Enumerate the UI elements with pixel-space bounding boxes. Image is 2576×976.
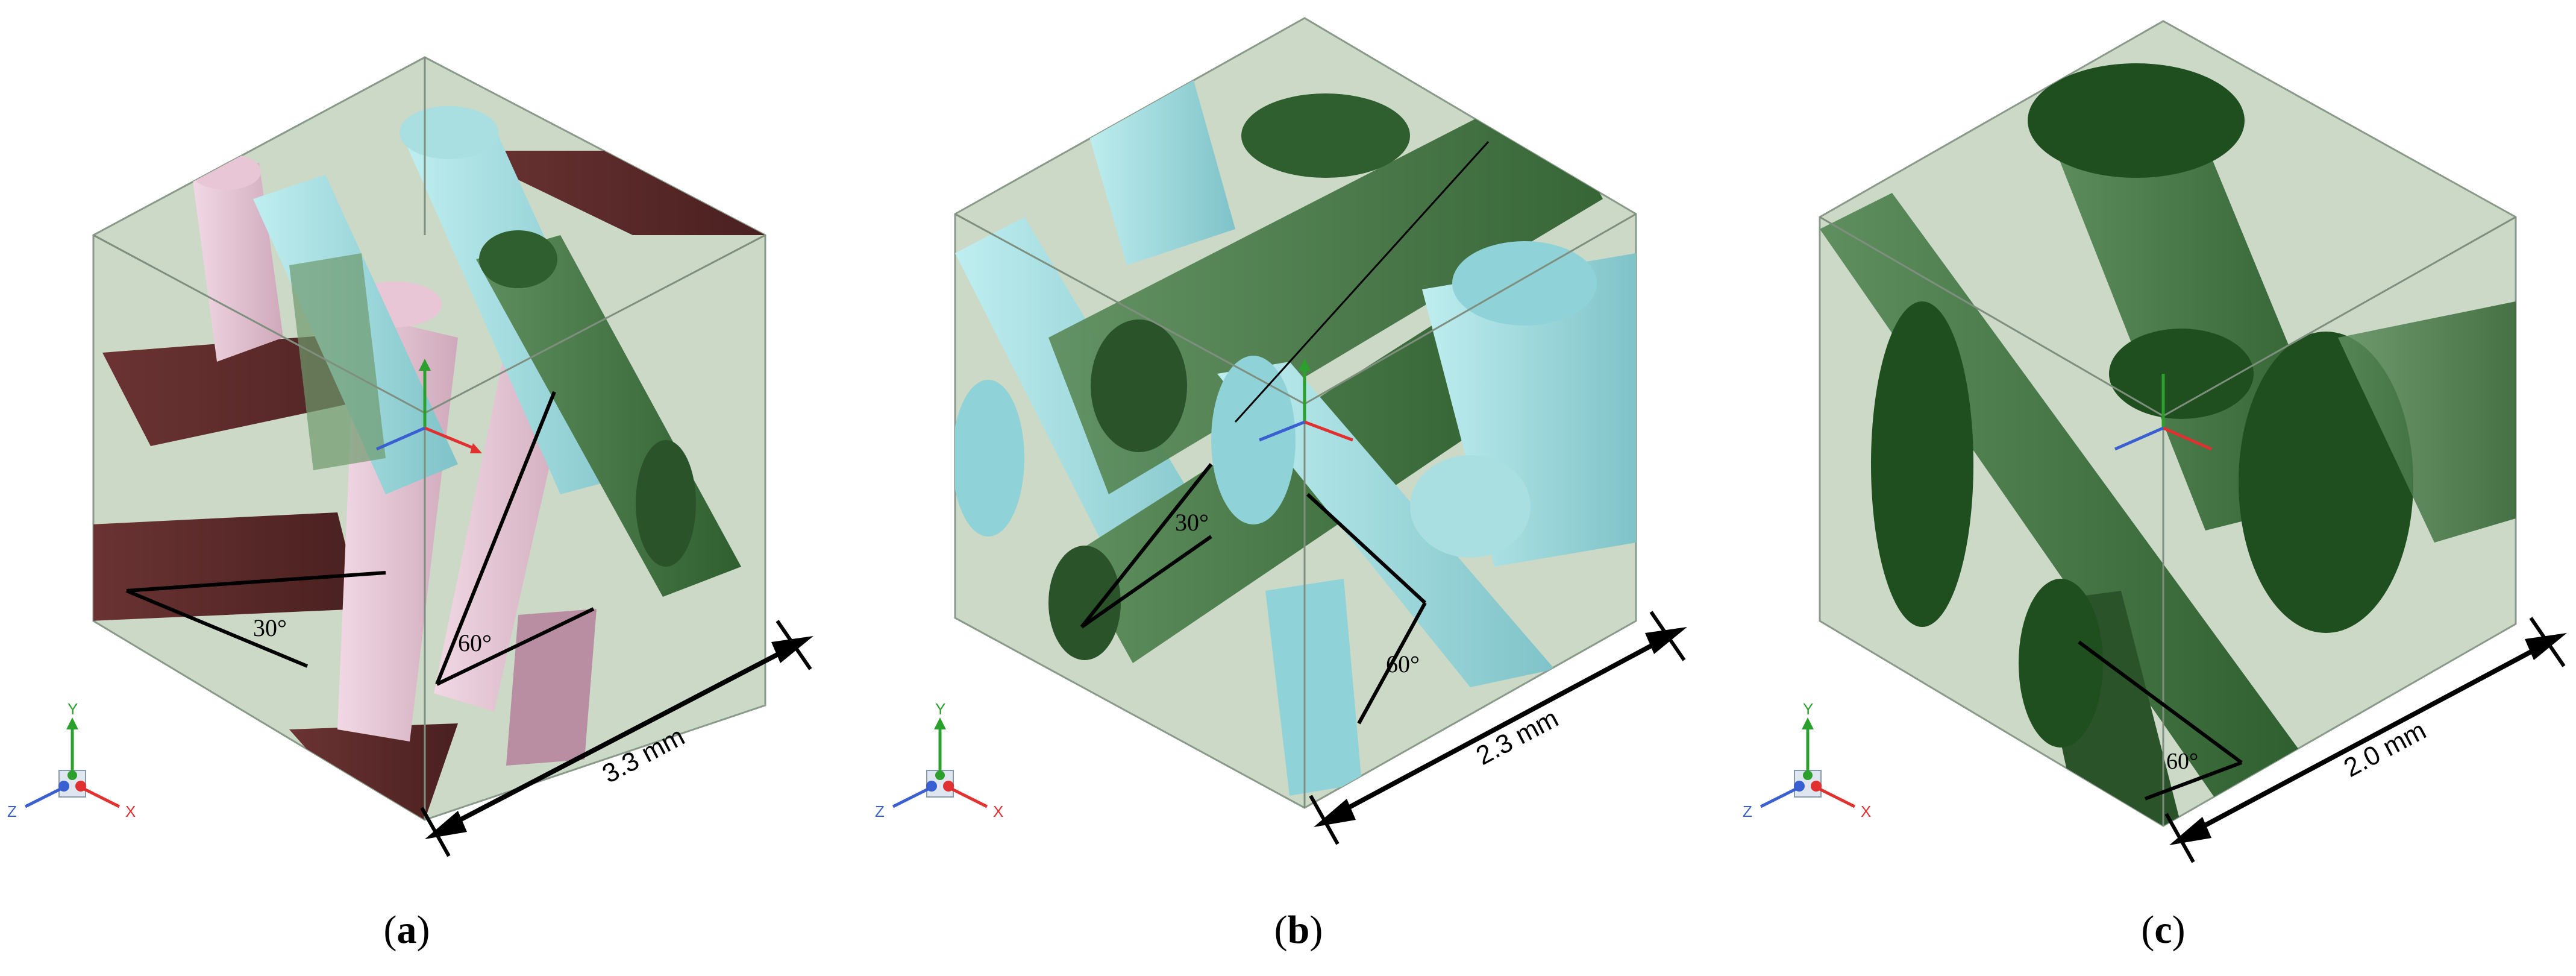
triad-c-z-label: Z	[1743, 802, 1752, 820]
fibers-a	[93, 106, 765, 820]
fiber-a-cyan-2-cap	[400, 106, 498, 159]
fiber-b-green-3-cap	[1048, 546, 1121, 660]
corner-triad-a: Y X Z	[7, 700, 136, 820]
angle-label-b-2: 60°	[1386, 650, 1420, 678]
fiber-b-cyan-1	[1085, 78, 1235, 265]
diagonal-line-b	[1234, 140, 1490, 423]
panel-c-diagram: 60° 2.0 mm	[1819, 20, 2567, 863]
triad-a-x-label: X	[125, 802, 136, 820]
angle-label-c-1: 60°	[2166, 749, 2198, 774]
panel-b-caption: (b)	[1274, 908, 1323, 952]
dimension-arrow-a	[420, 620, 813, 857]
dimension-arrow-b	[1309, 611, 1687, 845]
triad-a-z-label: Z	[7, 802, 17, 820]
fiber-b-cyan-6	[1265, 579, 1362, 796]
angle-label-a-1: 30°	[253, 614, 287, 641]
dimension-arrow-c	[2164, 617, 2567, 863]
corner-triad-c: Y X Z	[1743, 700, 1871, 820]
local-triad-b	[1259, 359, 1353, 442]
fiber-b-cyan-2-cap	[955, 380, 1024, 537]
corner-triad-b: Y X Z	[875, 700, 1003, 820]
angle-lines-b	[1080, 463, 1427, 725]
triad-a-y-label: Y	[67, 700, 78, 718]
fiber-a-maroon-4	[289, 723, 458, 820]
panel-b-diagram: 30° 60° 2.3 mm	[954, 17, 1687, 845]
angle-label-b-1: 30°	[1175, 509, 1209, 536]
angle-lines-c	[2078, 640, 2243, 801]
fiber-c-green-3-cap	[2109, 329, 2254, 419]
fiber-a-green-2-cap	[636, 440, 696, 567]
fiber-c-green-1-cap	[1871, 301, 1973, 627]
fiber-c-green-5	[2338, 301, 2516, 543]
triad-c-x-label: X	[1861, 802, 1871, 820]
fiber-c-green-2-cap	[2028, 63, 2245, 178]
fiber-a-green-3	[289, 253, 386, 470]
cube-a-edges	[93, 57, 766, 820]
angle-label-a-2: 60°	[458, 629, 492, 656]
fiber-a-pink-1-cap	[191, 154, 261, 190]
panel-c-caption: (c)	[2141, 908, 2186, 952]
fiber-c-green-4-cap	[2239, 332, 2413, 633]
fiber-a-green-1-cap	[479, 230, 557, 288]
panel-a-letter: a	[396, 908, 417, 952]
fiber-b-cyan-4-cap	[1452, 241, 1597, 326]
fiber-b-cyan-3	[1217, 362, 1555, 687]
cube-b-edges	[954, 213, 1637, 808]
fibers-b	[955, 78, 1636, 796]
local-triad-a	[375, 359, 482, 453]
triad-c-y-label: Y	[1803, 700, 1813, 718]
fibers-c	[1820, 63, 2516, 826]
fiber-b-green-2-cap	[1091, 320, 1187, 452]
triad-b-z-label: Z	[875, 802, 885, 820]
fiber-c-green-6-cap	[2019, 579, 2103, 748]
panel-a-diagram: 30° 60° 3.3 mm	[92, 56, 813, 857]
dimension-label-b: 2.3 mm	[1471, 704, 1564, 771]
fiber-b-green-1-cap	[1241, 93, 1410, 178]
panel-a-caption: (a)	[383, 908, 430, 952]
fiber-b-green-1	[1048, 84, 1603, 494]
fiber-b-cyan-3-cap	[1211, 356, 1296, 524]
panel-c-letter: c	[2154, 908, 2172, 952]
fiber-b-cyan-5-cap	[1410, 455, 1531, 558]
local-triad-c	[2114, 374, 2213, 451]
fiber-a-maroon-2	[93, 512, 362, 621]
angle-lines-a	[125, 391, 595, 686]
fiber-a-pink-4	[506, 609, 597, 766]
panel-b-letter: b	[1287, 908, 1310, 952]
cube-c-edges	[1819, 216, 2516, 826]
dimension-label-c: 2.0 mm	[2339, 716, 2431, 783]
triad-b-y-label: Y	[935, 700, 945, 718]
triad-b-x-label: X	[993, 802, 1003, 820]
